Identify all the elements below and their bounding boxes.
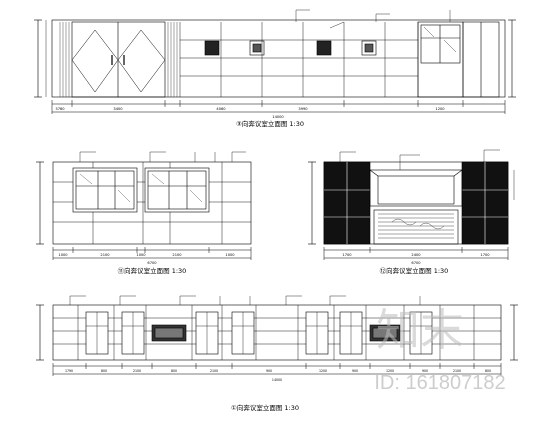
- elevation-mid-right: [308, 149, 515, 260]
- dim-ml-5: 1000: [225, 253, 235, 257]
- caption-mid-left: ⑪向奔议室立面图 1:30: [118, 266, 187, 275]
- caption-top: ③向奔议室立面图 1:30: [236, 119, 304, 128]
- dim-ml-4: 2100: [172, 253, 182, 257]
- dim-top-overall: 14000: [272, 115, 284, 119]
- dim-mr-overall: 6700: [411, 261, 421, 265]
- dim-b-12: 800: [485, 369, 491, 373]
- watermark: 知末 ID: 161807182: [374, 306, 505, 394]
- mid-right-dims: 1700 2400 1700 6700: [342, 253, 490, 265]
- dim-b-5: 2100: [210, 369, 218, 373]
- dim-b-4: 800: [171, 369, 177, 373]
- dim-b-2: 800: [101, 369, 107, 373]
- dim-mr-3: 1700: [480, 253, 490, 257]
- elevation-mid-left: [36, 151, 252, 260]
- dim-ml-2: 2100: [100, 253, 110, 257]
- dim-b-8: 900: [352, 369, 358, 373]
- dim-b-9: 1200: [386, 369, 394, 373]
- elevation-top: [34, 9, 516, 114]
- dim-ml-1: 1000: [58, 253, 68, 257]
- bottom-dims: 1790 800 2100 800 2100 900 1200 900 1200…: [65, 369, 491, 382]
- dim-ml-3: 1000: [136, 253, 146, 257]
- caption-mid-right: ⑫向奔议室立面图 1:30: [380, 266, 449, 275]
- top-dims: 3760 3400 4060 3990 1200 14000: [55, 107, 445, 119]
- watermark-logo: 知末: [376, 306, 464, 355]
- dim-b-1: 1790: [65, 369, 73, 373]
- dim-b-10: 900: [422, 369, 428, 373]
- watermark-logo-text: 知末: [376, 306, 464, 355]
- dim-top-3: 4060: [216, 107, 226, 111]
- mid-left-dims: 1000 2100 1000 2100 1000 6700: [58, 253, 235, 265]
- dim-b-overall: 14000: [272, 378, 282, 382]
- watermark-id: ID: 161807182: [374, 372, 505, 394]
- dim-top-4: 3990: [298, 107, 308, 111]
- dim-mr-1: 1700: [342, 253, 352, 257]
- dim-top-2: 3400: [113, 107, 123, 111]
- dim-b-7: 1200: [319, 369, 327, 373]
- dim-ml-overall: 6700: [147, 261, 157, 265]
- dim-mr-2: 2400: [411, 253, 421, 257]
- dim-b-11: 2100: [453, 369, 461, 373]
- caption-bottom: ①向奔议室立面图 1:30: [231, 403, 299, 412]
- dim-b-3: 2100: [133, 369, 141, 373]
- dim-top-1: 3760: [55, 107, 65, 111]
- dim-b-6: 900: [266, 369, 272, 373]
- elevation-bottom: [36, 295, 518, 376]
- dim-top-5: 1200: [435, 107, 445, 111]
